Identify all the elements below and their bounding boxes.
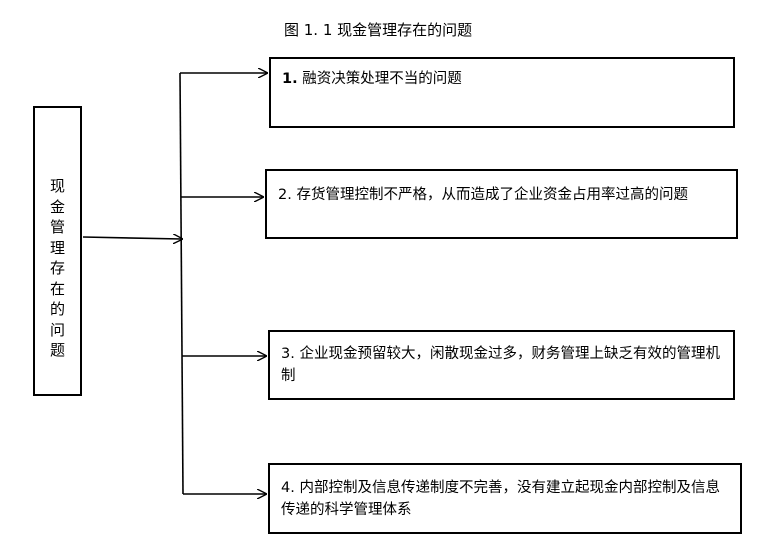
issue-label-4: 内部控制及信息传递制度不完善，没有建立起现金内部控制及信息传递的科学管理体系 <box>281 480 720 518</box>
source-box: 现金管理存在的问题 <box>33 106 82 396</box>
issue-box-3: 3. 企业现金预留较大，闲散现金过多，财务管理上缺乏有效的管理机制 <box>268 330 735 400</box>
issue-box-2: 2. 存货管理控制不严格，从而造成了企业资金占用率过高的问题 <box>265 169 738 239</box>
source-connector <box>82 237 182 239</box>
issue-number-1: 1. <box>282 71 298 87</box>
trunk-line <box>179 72 184 495</box>
issue-text-2: 2. 存货管理控制不严格，从而造成了企业资金占用率过高的问题 <box>267 184 736 206</box>
issue-number-2: 2. <box>278 187 292 203</box>
source-label: 现金管理存在的问题 <box>50 177 66 359</box>
issue-label-2: 存货管理控制不严格，从而造成了企业资金占用率过高的问题 <box>296 187 688 203</box>
diagram-title: 图 1. 1 现金管理存在的问题 <box>284 21 473 39</box>
issue-box-4: 4. 内部控制及信息传递制度不完善，没有建立起现金内部控制及信息传递的科学管理体… <box>268 463 742 534</box>
issue-text-1: 1. 融资决策处理不当的问题 <box>271 68 733 90</box>
issue-text-3: 3. 企业现金预留较大，闲散现金过多，财务管理上缺乏有效的管理机制 <box>270 343 733 387</box>
issue-number-3: 3. <box>281 346 295 362</box>
issue-text-4: 4. 内部控制及信息传递制度不完善，没有建立起现金内部控制及信息传递的科学管理体… <box>270 477 740 521</box>
issue-number-4: 4. <box>281 480 295 496</box>
issue-box-1: 1. 融资决策处理不当的问题 <box>269 57 735 128</box>
issue-label-3: 企业现金预留较大，闲散现金过多，财务管理上缺乏有效的管理机制 <box>281 346 720 384</box>
issue-label-1: 融资决策处理不当的问题 <box>302 71 462 87</box>
